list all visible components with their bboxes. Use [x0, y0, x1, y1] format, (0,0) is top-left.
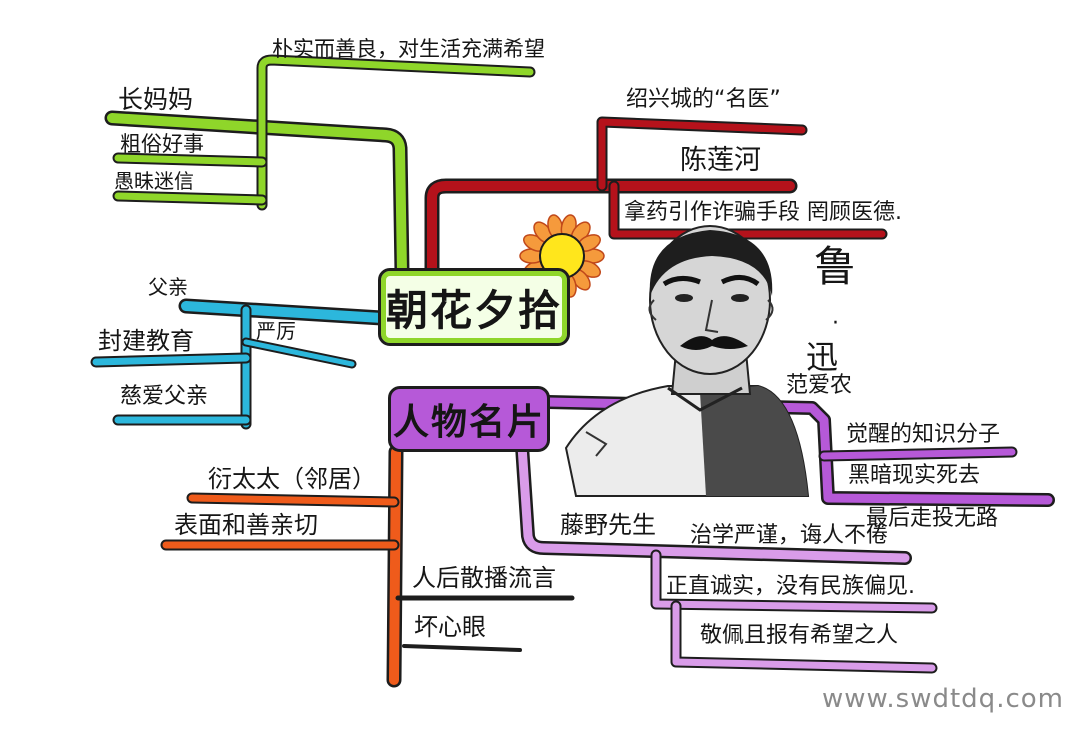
portrait-collar — [667, 386, 743, 412]
branch-line — [517, 441, 910, 563]
watermark: www.swdtdq.com — [822, 684, 1064, 714]
subtitle: 人物名片 — [392, 402, 545, 443]
father-trait-2: 严厉 — [256, 319, 296, 343]
branch-line — [389, 447, 401, 685]
fujino-trait-2: 正直诚实，没有民族偏见. — [666, 574, 915, 599]
portrait-left-eyebrow — [662, 276, 701, 287]
author-dot: · — [832, 311, 839, 336]
father-trait-3: 慈爱父亲 — [120, 384, 209, 409]
fan-ainong-trait-3: 最后走投无路 — [866, 506, 999, 531]
branch-line — [188, 494, 398, 506]
branch-line — [598, 118, 806, 190]
fujino-trait-1: 治学严谨，诲人不倦 — [690, 523, 889, 548]
fujino-trait-3: 敬佩且报有希望之人 — [700, 623, 899, 648]
author-char-2: 迅 — [806, 338, 839, 376]
branch-line — [427, 181, 795, 277]
branch-line — [114, 154, 266, 166]
portrait-face — [649, 225, 771, 375]
fan-ainong-name: 范爱农 — [786, 373, 853, 398]
branch-line — [652, 551, 936, 612]
branch-line — [820, 448, 1016, 460]
chang-mama-trait-2: 粗俗好事 — [120, 132, 204, 156]
chen-lianhe-intro: 绍兴城的“名医” — [626, 87, 781, 112]
fujino-name: 藤野先生 — [560, 511, 656, 539]
chang-mama-trait-3: 愚昧迷信 — [114, 169, 194, 193]
subtitle-box: 人物名片 — [388, 386, 550, 452]
yan-taitai-trait-1: 表面和善亲切 — [174, 511, 318, 539]
portrait-hair — [649, 230, 773, 296]
branch-line — [92, 354, 250, 366]
yan-taitai-name: 衍太太（邻居） — [208, 465, 376, 493]
branch-line — [181, 301, 387, 323]
branch-line — [243, 339, 355, 367]
branch-chen-lianhe — [424, 116, 888, 280]
yan-taitai-trait-2: 人后散播流言 — [412, 564, 556, 592]
branch-line — [258, 56, 534, 209]
yan-taitai-trait-3: 坏心眼 — [414, 613, 486, 641]
father-trait-1: 封建教育 — [98, 327, 194, 355]
portrait-jacket-shadow — [700, 386, 808, 496]
chen-lianhe-name: 陈莲河 — [680, 145, 761, 176]
branch-chang-mama — [104, 54, 536, 280]
branch-line — [107, 113, 407, 277]
fan-ainong-trait-2: 黑暗现实死去 — [848, 463, 981, 488]
branch-father — [90, 298, 390, 430]
author-char-1: 鲁 — [814, 242, 857, 291]
portrait-right-ear — [765, 299, 774, 321]
portrait-right-eye — [731, 294, 749, 302]
branch-line — [610, 182, 886, 238]
fan-ainong-trait-1: 觉醒的知识分子 — [846, 422, 1001, 447]
chen-lianhe-trait-1: 拿药引作诈骗手段 罔顾医德. — [624, 200, 902, 225]
branch-outline — [402, 644, 522, 652]
father-name: 父亲 — [148, 275, 188, 299]
branch-fujino — [515, 439, 938, 674]
chang-mama-name: 长妈妈 — [118, 85, 194, 114]
portrait-sleeve-line — [585, 431, 608, 457]
lu-xun-portrait — [564, 225, 810, 497]
branch-line — [114, 192, 266, 204]
branch-yan-taitai — [160, 444, 575, 688]
chang-mama-trait-1: 朴实而善良，对生活充满希望 — [272, 37, 545, 61]
portrait-mustache — [680, 336, 748, 350]
branch-line — [672, 602, 936, 672]
portrait-left-ear — [648, 299, 657, 321]
portrait-right-eyebrow — [720, 275, 760, 287]
central-title-box: 朝花夕拾 — [378, 268, 570, 346]
portrait-nose — [704, 299, 719, 333]
portrait-left-eye — [675, 294, 693, 302]
central-title: 朝花夕拾 — [385, 285, 562, 335]
